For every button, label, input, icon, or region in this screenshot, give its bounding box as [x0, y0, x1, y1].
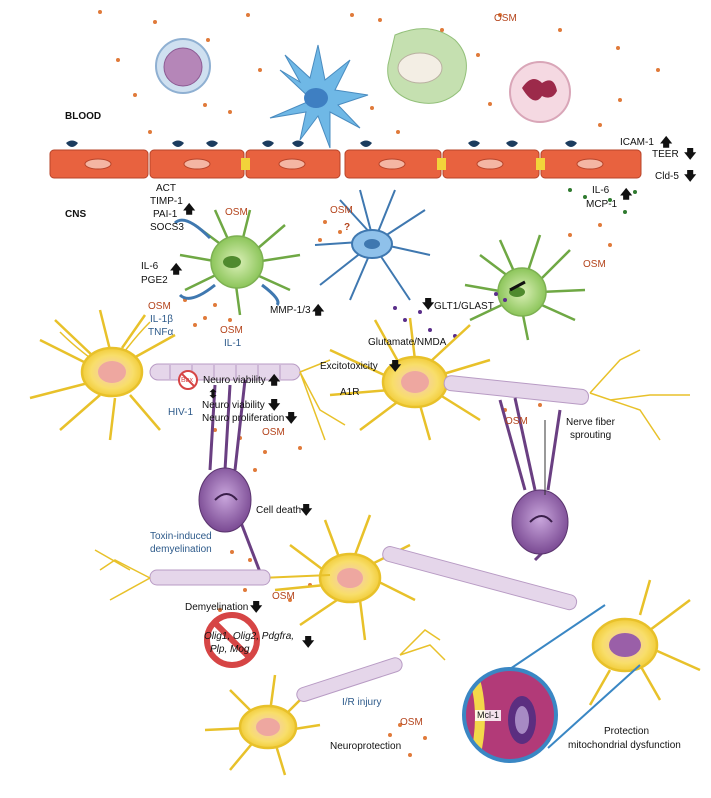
monocyte-cell [155, 38, 211, 94]
neuron-bottom [204, 674, 321, 776]
osm-dots [98, 10, 660, 757]
il6-label: IL-6 [141, 261, 159, 272]
excitotoxicity-down-icon: 🡇 [389, 359, 402, 373]
cns-region-label: CNS [65, 209, 87, 220]
icam-up-icon: 🡅 [660, 135, 673, 149]
neuro-proliferation-label: Neuro proliferation [202, 413, 285, 424]
act-label: ACT [156, 183, 176, 194]
socs3-label: SOCS3 [150, 222, 184, 233]
il6-mcp1-up-icon: 🡅 [620, 187, 633, 201]
a1r-label: A1R [340, 387, 360, 398]
question-mark: ? [344, 222, 351, 233]
protection-label: Protection [604, 726, 650, 737]
neuroprotection-label: Neuroprotection [330, 741, 402, 752]
genes-label-2: Plp, Mog [210, 644, 250, 655]
axon-middle-left [94, 549, 271, 601]
il6-blood-label: IL-6 [592, 185, 610, 196]
neuro-viability-label: Neuro viability [203, 375, 266, 386]
astrocyte-right [464, 234, 586, 341]
timp1-label: TIMP-1 [150, 196, 183, 207]
toxin-label-2: demyelination [150, 544, 212, 555]
viability-up-icon: 🡅 [268, 373, 281, 387]
glt1-down-icon: 🡇 [422, 297, 435, 311]
axon-top-right [443, 349, 690, 441]
axon-bottom [296, 629, 446, 702]
demyelination-down-icon: 🡇 [250, 600, 263, 614]
ir-injury-label: I/R injury [342, 697, 382, 708]
il1-label: IL-1 [224, 338, 242, 349]
mcp1-label: MCP-1 [586, 199, 618, 210]
teer-down-icon: 🡇 [684, 147, 697, 161]
dendritic-cell [269, 44, 369, 149]
pai1-label: PAI-1 [153, 209, 178, 220]
proliferation-down-icon: 🡇 [285, 411, 298, 425]
osm-label-ir: OSM [400, 717, 423, 728]
genes-down-icon: 🡇 [302, 635, 315, 649]
astrocyte-left [173, 209, 301, 316]
neuron-top-left [29, 309, 176, 441]
glutamate-label: Glutamate/NMDA [368, 337, 447, 348]
toxin-label-1: Toxin-induced [150, 531, 212, 542]
mmp-label: MMP-1/3 [270, 305, 311, 316]
bax-label: Bax [181, 377, 194, 384]
osm-label-microglia: OSM [330, 205, 353, 216]
cld5-label: Cld-5 [655, 171, 679, 182]
sprouting-label: sprouting [570, 430, 612, 441]
icam-label: ICAM-1 [620, 137, 654, 148]
microglia-center [314, 189, 431, 301]
glt1-label: GLT1/GLAST [434, 301, 494, 312]
excitotoxicity-label: Excitotoxicity [320, 361, 378, 372]
macrophage-cell [387, 28, 467, 104]
neuron-middle [259, 514, 416, 641]
neuron-top-center [329, 317, 491, 441]
tnfa-label: TNFα [148, 327, 174, 338]
osm-label-neuron: OSM [262, 427, 285, 438]
blood-region-label: BLOOD [65, 111, 102, 122]
cell-death-down-icon: 🡇 [300, 503, 313, 517]
teer-label: TEER [652, 149, 679, 160]
mito-label: mitochondrial dysfunction [568, 740, 681, 751]
osm-label-astro: OSM [225, 207, 248, 218]
osm-label-astro-3: OSM [220, 325, 243, 336]
neuron-bottom-right [588, 579, 701, 706]
neuro-viability-label-2: Neuro viability [202, 400, 265, 411]
hiv1-label: HIV-1 [168, 407, 194, 418]
demyelination-label: Demyelination [185, 602, 249, 613]
glt1-pointer-arrow [509, 280, 526, 292]
viability-down-icon: 🡇 [268, 398, 281, 412]
il1b-label: IL-1β [150, 314, 173, 325]
neutrophil-cell [509, 61, 571, 123]
astro-up-icon: 🡅 [183, 202, 196, 216]
osm-label-top: OSM [494, 13, 517, 24]
bax-inhibition-icon [178, 370, 198, 390]
osm-label-astro-right: OSM [583, 259, 606, 270]
mcl1-label: Mcl-1 [475, 710, 501, 721]
oligodendrocyte-right [498, 397, 569, 562]
oligodendrocyte-left [198, 379, 262, 573]
endothelial-barrier [49, 140, 642, 214]
genes-label-1: Olig1, Olig2, Pdgfra, [204, 631, 295, 642]
il6-pge2-up-icon: 🡅 [170, 262, 183, 276]
gene-inhibition-icon [204, 612, 260, 668]
pge2-label: PGE2 [141, 275, 168, 286]
axon-middle-right [382, 546, 578, 611]
osm-label-neuron-right: OSM [505, 416, 528, 427]
osm-label-demyelination: OSM [272, 591, 295, 602]
cell-death-label: Cell death [256, 505, 302, 516]
osm-label-astro-2: OSM [148, 301, 171, 312]
nerve-fiber-label: Nerve fiber [566, 417, 615, 428]
cld5-down-icon: 🡇 [684, 169, 697, 183]
mmp-up-icon: 🡅 [312, 303, 325, 317]
viability-updown-icon: ⬍ [208, 387, 219, 401]
